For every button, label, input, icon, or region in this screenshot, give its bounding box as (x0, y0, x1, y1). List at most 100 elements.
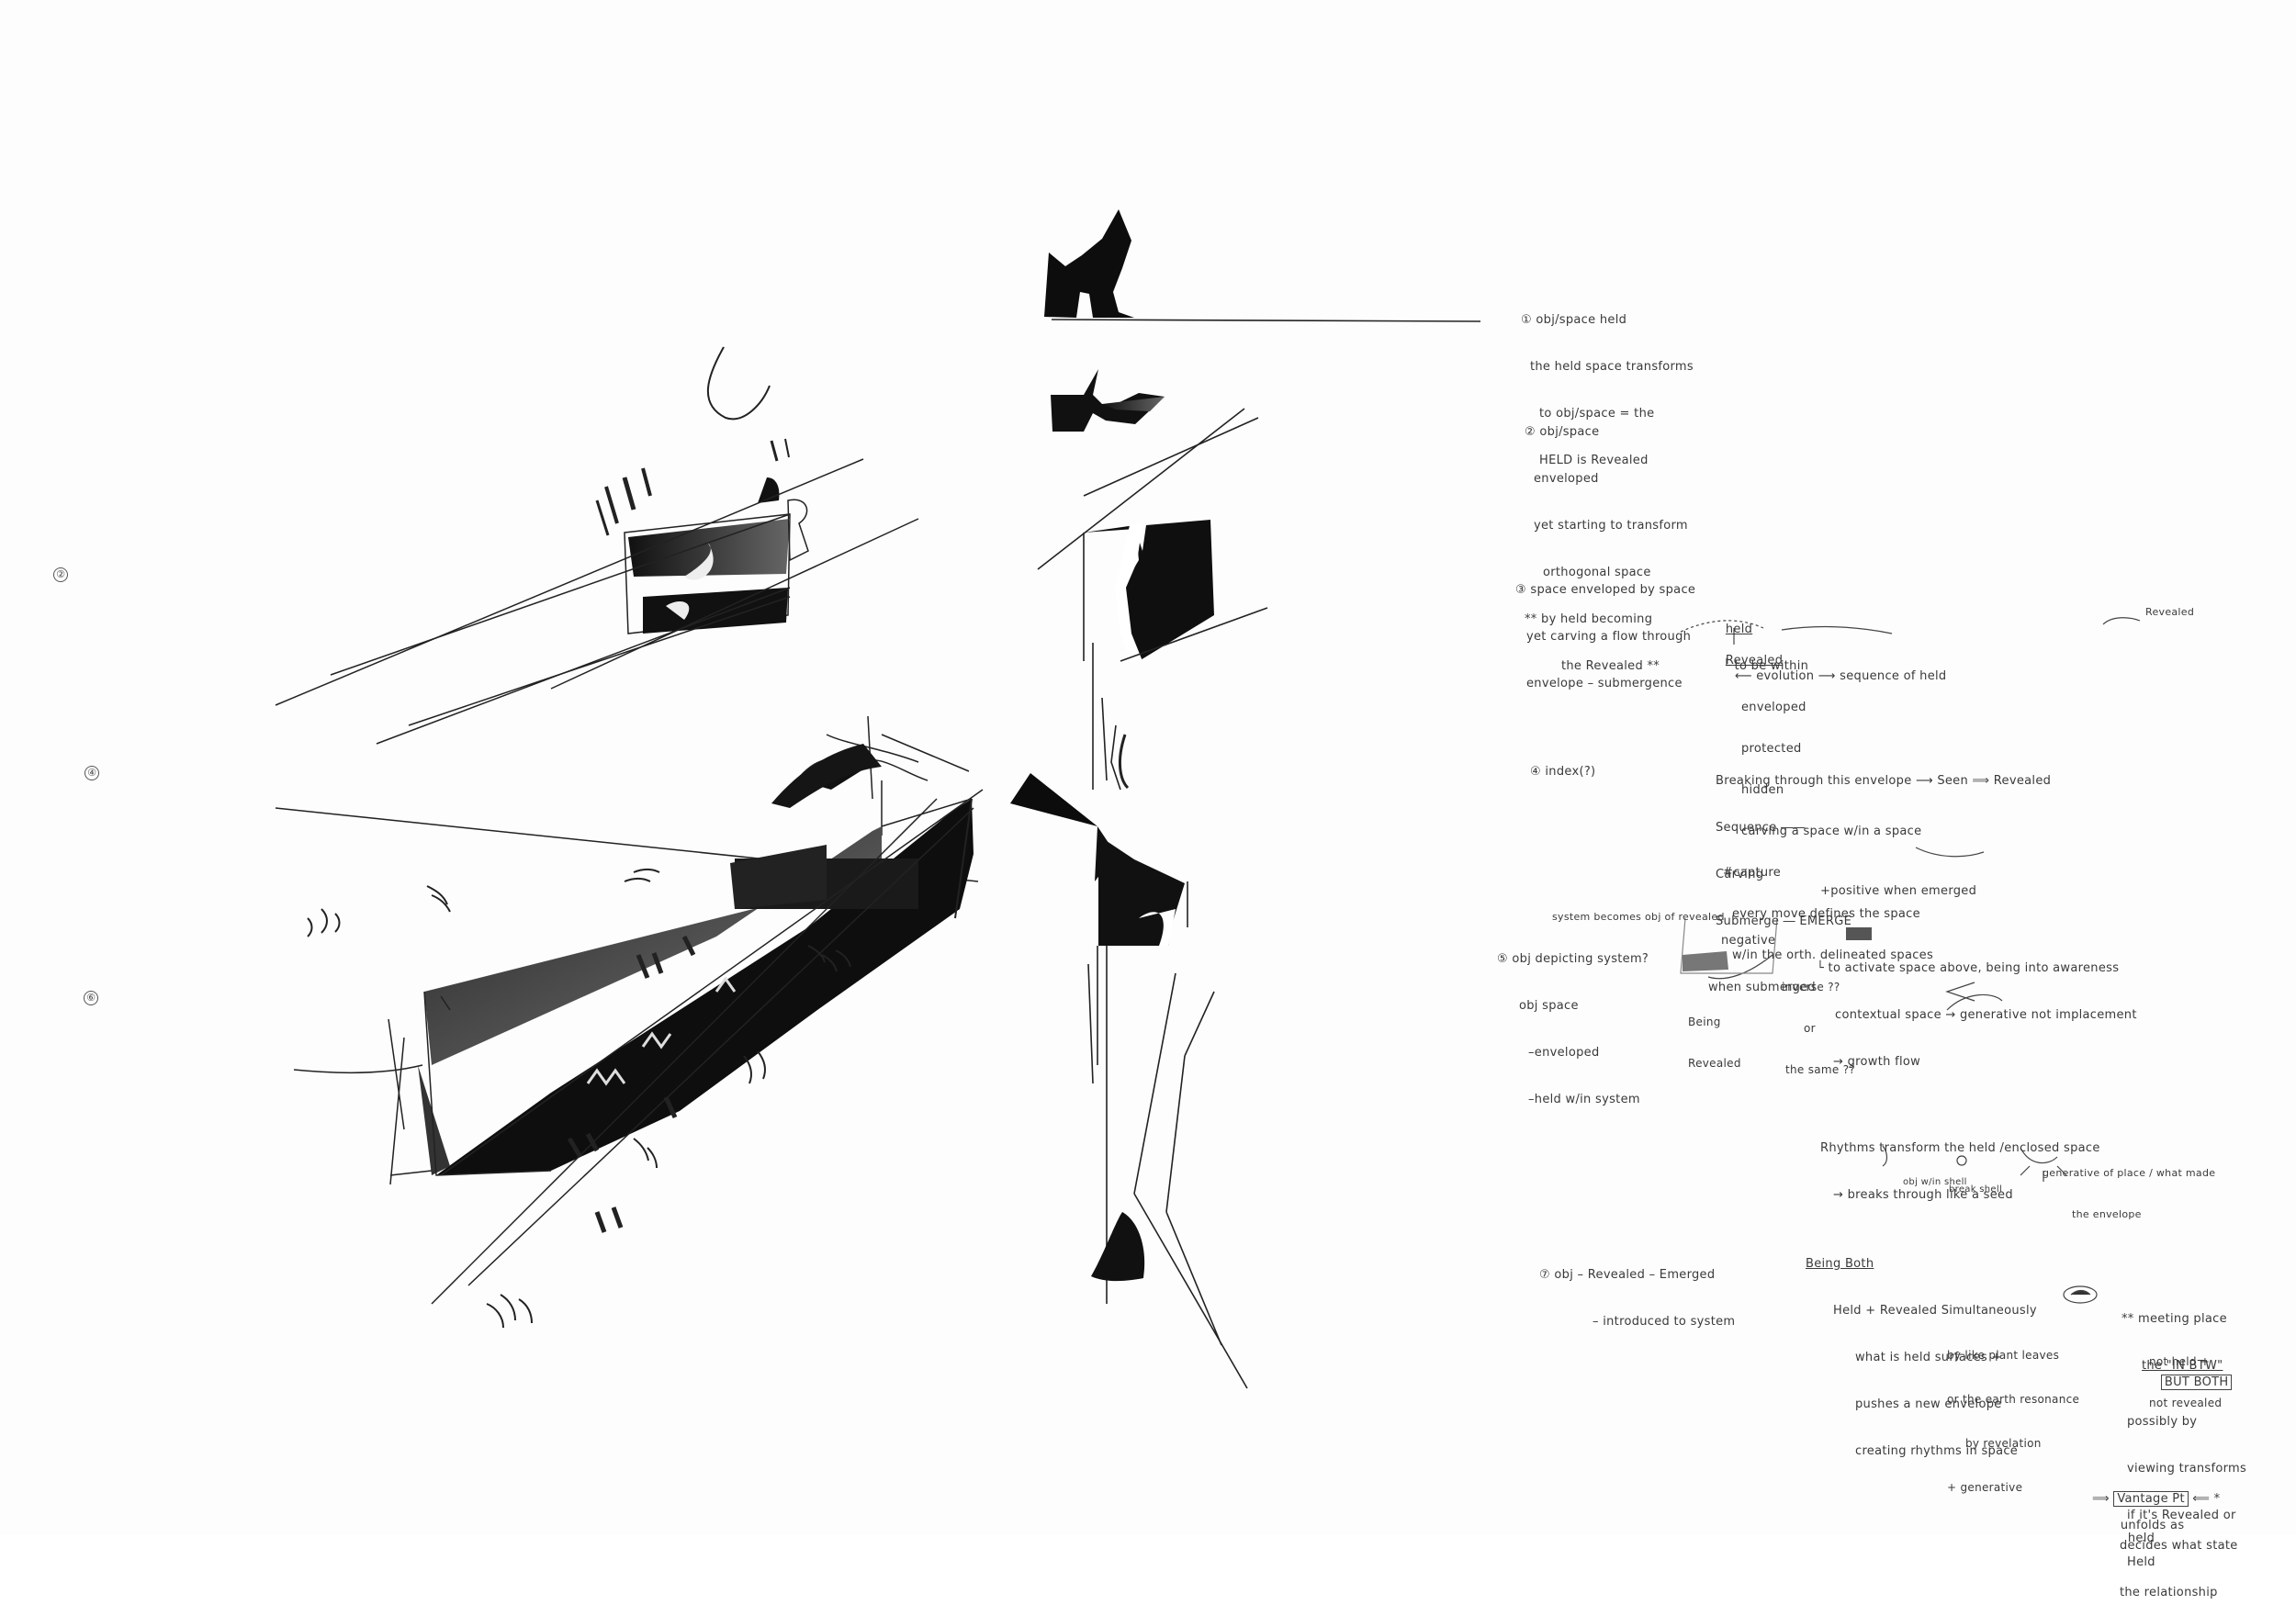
note-7-line-2: – introduced to system (1593, 1315, 1736, 1329)
note-4-breaking: Breaking through this envelope ⟶ Seen ⟹ … (1716, 774, 2052, 788)
annotation-sketches (1680, 617, 2141, 1304)
note-9-held: held (2127, 1532, 2155, 1545)
note-8-viewing: viewing transforms (2127, 1462, 2247, 1476)
note-5-or: or (1804, 1022, 1816, 1035)
note-4-list-8: w/in the orth. delineated spaces (1732, 948, 1934, 962)
note-8-held-revealed: Held + Revealed Simultaneously (1833, 1304, 2037, 1318)
note-6-generative: generative of place / what made the enve… (2043, 1139, 2215, 1235)
note-8-revelation: by revelation (1965, 1437, 2042, 1450)
note-5-inverse: inverse ?? or the same ?? (1782, 953, 1855, 1091)
note-4-list-7: every move defines the space (1732, 907, 1920, 921)
note-2-line-4: orthogonal space (1543, 566, 1651, 579)
shaded-wedge (418, 1065, 450, 1175)
note-1-line-1: ① obj/space held (1521, 313, 1627, 327)
note-5-left-3: –enveloped (1528, 1046, 1600, 1060)
note-8-but-both: BUT BOTH (2153, 1359, 2233, 1390)
note-4-list-6: #capture (1723, 866, 1782, 880)
gray-block-right (1846, 927, 1872, 940)
note-8-possibly-line: possibly by (2127, 1415, 2198, 1429)
note-2-line-5: ** by held becoming (1525, 612, 1653, 626)
note-8: Being Both Held + Revealed Simultaneousl… (1806, 1225, 2037, 1475)
note-4-carving: Carving (1716, 868, 1764, 881)
note-4-list-3: protected (1741, 742, 1802, 756)
note-8-meeting-line: ** meeting place (2122, 1312, 2227, 1326)
note-5-negative: negative when submerged (1708, 902, 1816, 1011)
note-9-relationship: the relationship (2120, 1586, 2218, 1599)
note-8-meeting: ** meeting place the "IN BTW" (2122, 1280, 2227, 1389)
note-1: ① obj/space held the held space transfor… (1521, 281, 1694, 484)
central-column (1010, 209, 1481, 1389)
note-5-revealed-label: Revealed (1688, 1057, 1741, 1070)
note-4-list: └ to be within enveloped protected hidde… (1723, 632, 1933, 976)
note-8-not: not held + not revealed (2149, 1328, 2222, 1424)
top-dark-shape (1044, 209, 1134, 318)
note-6-rhythms: Rhythms transform the held /enclosed spa… (1820, 1141, 2100, 1155)
pencil-drawing (275, 209, 2141, 1389)
note-2-line-6: the Revealed ** (1561, 659, 1660, 673)
note-2-line-3: yet starting to transform (1534, 519, 1688, 533)
note-8-earth: or the earth resonance (1947, 1393, 2080, 1406)
note-4-sequence: Sequence ―― (1716, 821, 1806, 835)
left-composition (275, 346, 984, 1329)
note-9-tail: unfolds as held (2112, 1507, 2184, 1545)
note-9-vantage-row: ⟹ Vantage Pt ⟸ * (2092, 1491, 2221, 1507)
note-4-submerge: Submerge ― EMERGE (1716, 915, 1852, 928)
note-6-generative-line: generative of place / what made (2043, 1167, 2216, 1179)
note-2: ② obj/space enveloped yet starting to tr… (1525, 393, 1688, 690)
note-4-growth: → growth flow (1833, 1055, 1921, 1069)
note-4-label: ④ index(?) (1530, 765, 1596, 779)
top-horizontal-line (1051, 319, 1481, 322)
note-5-being-label: Being (1688, 1016, 1721, 1028)
note-8-being-both: Being Both (1806, 1257, 1874, 1271)
note-4-revealed-right: Revealed (2145, 606, 2195, 618)
note-5-submerged: when submerged (1708, 981, 1816, 994)
note-6-obj-shell: obj w/in shell (1903, 1177, 1967, 1187)
note-8-if-its: if it's Revealed or (2127, 1509, 2236, 1522)
note-8-not-revealed: not revealed (2149, 1397, 2223, 1409)
note-4-list-1: └ to be within (1723, 659, 1809, 673)
note-3-line-1: ③ space enveloped by space (1515, 583, 1696, 597)
gray-block-left (1683, 951, 1728, 971)
triangle-left (1010, 773, 1097, 826)
note-8-sub: by like plant leaves or the earth resona… (1947, 1319, 2079, 1509)
note-2-line-1: ② obj/space (1525, 425, 1600, 439)
note-5-system: system becomes obj of revealed (1552, 911, 1725, 923)
but-both-box: BUT BOTH (2160, 1375, 2233, 1390)
note-8-pushes: pushes a new envelope (1855, 1397, 2002, 1411)
note-4-list-2: enveloped (1741, 701, 1806, 714)
margin-marker-3: ⑥ (84, 991, 98, 1005)
note-8-what-is-held: what is held surfaces + (1855, 1351, 2002, 1364)
note-1-line-4: HELD is Revealed (1539, 454, 1649, 467)
note-5-positive: +positive when emerged (1820, 884, 1977, 898)
note-8-plant: by like plant leaves (1947, 1349, 2060, 1362)
note-4-contextual: contextual space → generative not implac… (1835, 1008, 2137, 1022)
note-4: held Revealed ⟵ evolution ⟶ sequence of … (1717, 606, 1946, 684)
note-2-line-2: enveloped (1534, 472, 1599, 486)
vantage-box: Vantage Pt (2113, 1491, 2189, 1507)
note-9-unfolds: unfolds as (2120, 1519, 2185, 1532)
drawing-sheet: ② ④ ⑥ ① obj/space held the held space tr… (53, 209, 2247, 1599)
note-4-revealed: Revealed (1725, 654, 1784, 668)
note-3-line-3: envelope – submergence (1526, 677, 1683, 690)
note-5-left-4: –held w/in system (1528, 1093, 1640, 1106)
note-8-creating: creating rhythms in space (1855, 1444, 2019, 1458)
note-1-line-3: to obj/space = the (1539, 407, 1655, 421)
note-4-list-5: carving a space w/in a space (1741, 825, 1922, 838)
note-8-in-btw: the "IN BTW" (2142, 1359, 2223, 1373)
dark-wedge-2 (436, 799, 974, 1175)
note-3-line-2: yet carving a flow through (1526, 630, 1692, 644)
note-6-breaks: → breaks through like a seed (1833, 1188, 2013, 1202)
margin-marker-2: ④ (84, 766, 99, 780)
note-5-left-2: obj space (1519, 999, 1579, 1013)
note-3: ③ space enveloped by space yet carving a… (1515, 551, 1695, 707)
note-4-flow: Breaking through this envelope ⟶ Seen ⟹ … (1716, 742, 2137, 1085)
note-1-line-2: the held space transforms (1530, 360, 1694, 374)
note-8-generative: + generative (1947, 1481, 2023, 1494)
note-5-same: the same ?? (1785, 1063, 1856, 1076)
second-dark-shape (1051, 369, 1165, 432)
note-6-envelope: the envelope (2072, 1208, 2142, 1220)
third-dark-block (1084, 520, 1214, 661)
dark-wedge-1 (424, 826, 882, 1065)
note-7: ⑦ obj – Revealed – Emerged – introduced … (1539, 1236, 1735, 1345)
note-6: Rhythms transform the held /enclosed spa… (1820, 1109, 2100, 1218)
